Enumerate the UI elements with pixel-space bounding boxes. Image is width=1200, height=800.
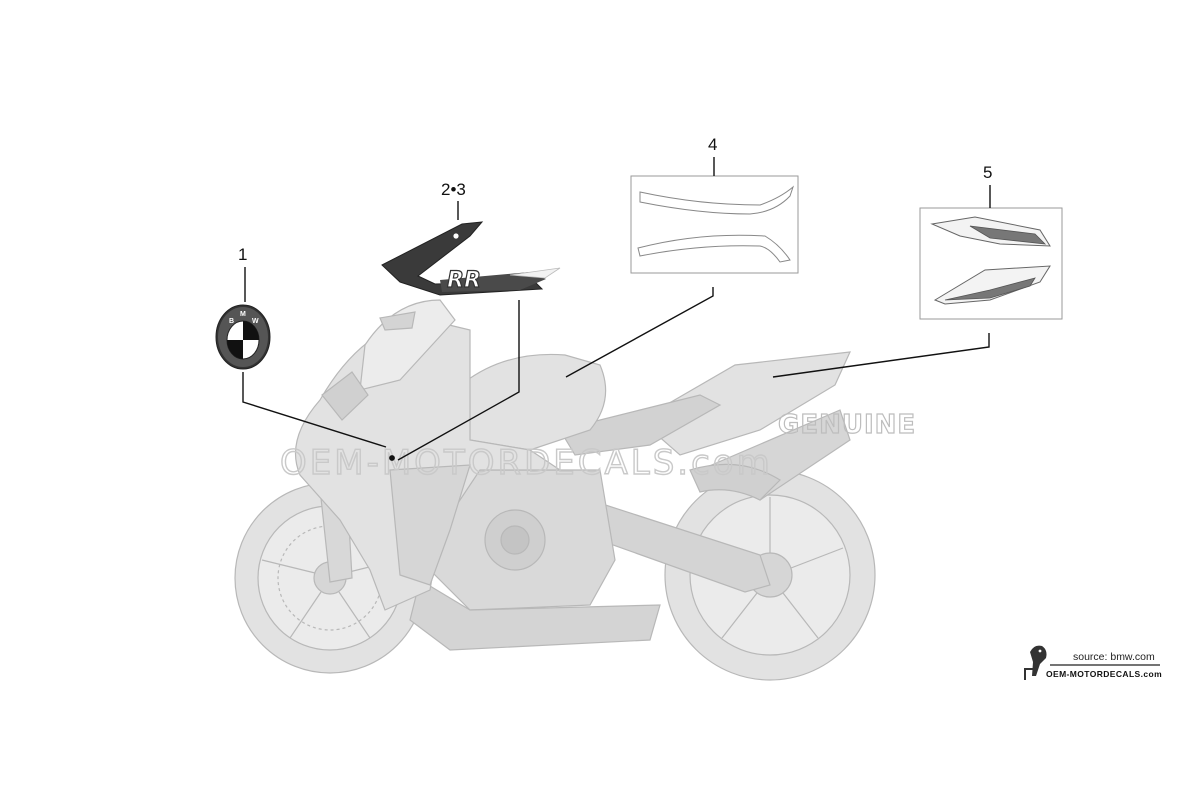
- leader-2-3-down: [397, 300, 520, 461]
- rear-wheel: [664, 469, 876, 681]
- bmw-roundel-icon: B M W: [215, 304, 271, 370]
- leader-1-bottom: [242, 372, 387, 448]
- tail-decal-set: [919, 207, 1063, 320]
- watermark-genuine: GENUINE: [778, 410, 916, 440]
- leader-4-bottom: [565, 287, 714, 378]
- credit-source-text: source: bmw.com: [1073, 651, 1155, 663]
- callout-2-3: 2•3: [441, 180, 466, 199]
- callout-1: 1: [238, 245, 247, 264]
- source-credit: source: bmw.com OEM-MOTORDECALS.com: [1024, 645, 1162, 680]
- rr-sticker: RR: [381, 221, 561, 296]
- rr-sticker-text: RR: [447, 268, 481, 293]
- part4-box: [630, 175, 799, 274]
- watermark-site: OEM-MOTORDECALS.com: [280, 443, 773, 483]
- callout-5: 5: [983, 163, 992, 182]
- stripe-decal-set: [630, 175, 799, 274]
- leader-1-dot: [389, 455, 395, 461]
- credit-site-text: OEM-MOTORDECALS.com: [1046, 669, 1162, 679]
- callout-4: 4: [708, 135, 717, 154]
- emblem-letter-b: B: [229, 318, 234, 325]
- parrot-logo-icon: [1024, 645, 1047, 680]
- emblem-letter-m: M: [240, 311, 246, 318]
- motorcycle-illustration: [234, 299, 876, 681]
- leader-lines: [242, 157, 991, 461]
- leader-5-bottom: [772, 333, 990, 378]
- emblem-letter-w: W: [252, 318, 259, 325]
